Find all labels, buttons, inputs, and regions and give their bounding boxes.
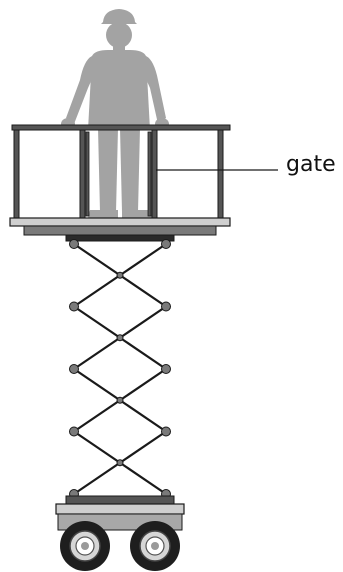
scissor-joint — [69, 364, 79, 374]
scissor-joint — [69, 239, 79, 249]
platform-deck — [9, 217, 231, 242]
scissor-center-pivot — [116, 334, 124, 342]
scissor-center-pivot — [116, 271, 124, 279]
scissor-center-pivot — [116, 396, 124, 404]
scissor-joint — [161, 239, 171, 249]
worker-figure — [61, 9, 169, 218]
scissor-joint — [161, 301, 171, 312]
platform-railing — [11, 124, 231, 219]
gate-label: gate — [286, 152, 336, 177]
wheel-left — [60, 521, 110, 571]
wheel-right — [130, 521, 180, 571]
scissor-center-pivot — [116, 459, 124, 467]
scissor-joint — [69, 426, 79, 437]
scissor-joint — [69, 301, 79, 312]
gate — [85, 131, 152, 217]
scissor-mechanism — [69, 239, 171, 499]
scissor-joint — [161, 426, 171, 437]
scissor-joint — [161, 364, 171, 374]
